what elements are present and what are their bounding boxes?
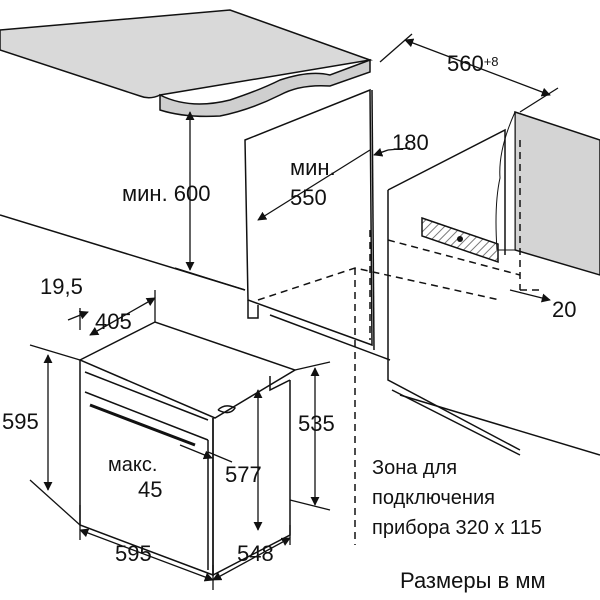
vent-gap-label: 180 (392, 130, 429, 155)
body-height-label: 577 (225, 462, 262, 487)
max-value: 45 (138, 477, 163, 502)
oven-depth-label: 548 (237, 541, 274, 566)
min-depth-prefix: мин. (290, 155, 336, 180)
units-note: Размеры в мм (400, 568, 546, 593)
connection-zone-line2: подключения (372, 487, 495, 509)
connection-zone-line3: прибора 320 x 115 (372, 517, 542, 539)
right-wall (495, 110, 600, 276)
front-depth-label: 405 (95, 309, 132, 334)
max-label: макс. (108, 454, 158, 476)
connection-zone-box (421, 216, 499, 264)
worktop (0, 9, 373, 118)
oven-width-label: 595 (115, 541, 152, 566)
cabinet-niche (0, 88, 600, 456)
dimension-lines (29, 33, 559, 590)
min-height-label: мин. 600 (122, 181, 211, 206)
panel-thickness-label: 19,5 (40, 274, 83, 299)
min-depth-value: 550 (290, 185, 327, 210)
connection-zone-line1: Зона для (372, 457, 458, 479)
inner-height-label: 535 (298, 411, 335, 436)
hidden-lines (257, 140, 540, 545)
niche-width-label: 560+8 (447, 51, 499, 76)
rear-gap-label: 20 (552, 297, 577, 322)
oven-height-label: 595 (2, 409, 39, 434)
